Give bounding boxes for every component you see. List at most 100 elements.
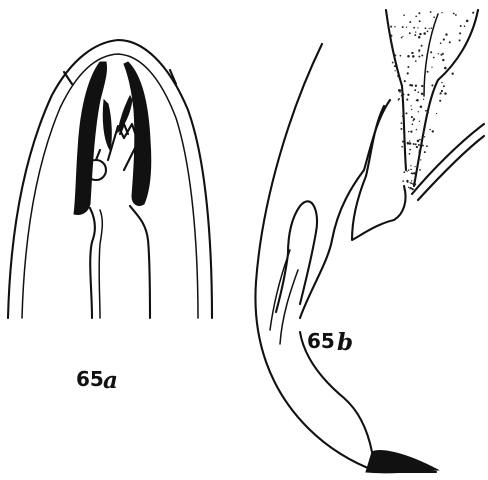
granule-dot bbox=[411, 84, 413, 86]
granule-dot bbox=[390, 35, 392, 37]
granule-dot bbox=[440, 42, 442, 44]
granule-dot bbox=[394, 65, 396, 67]
granule-dot bbox=[398, 89, 401, 92]
buccal-tooth-left bbox=[103, 100, 111, 150]
buccal-capsule-left bbox=[74, 62, 107, 215]
granule-dot bbox=[439, 93, 440, 94]
spicule-inner bbox=[352, 106, 406, 240]
granule-dot bbox=[431, 27, 433, 29]
granule-dot bbox=[394, 26, 395, 27]
granule-dot bbox=[405, 159, 407, 161]
granule-dot bbox=[418, 111, 419, 112]
granule-dot bbox=[455, 14, 457, 16]
granule-dot bbox=[404, 132, 405, 133]
granule-dot bbox=[418, 12, 420, 14]
granule-dot bbox=[413, 27, 415, 29]
granule-dot bbox=[409, 142, 412, 145]
granule-dot bbox=[441, 12, 442, 13]
granule-dot bbox=[410, 182, 412, 184]
intestine-right bbox=[414, 10, 478, 186]
granule-dot bbox=[415, 143, 417, 145]
granule-dot bbox=[443, 85, 445, 87]
granule-dot bbox=[427, 71, 429, 73]
granule-dot bbox=[405, 112, 407, 114]
granule-dot bbox=[401, 122, 403, 124]
granule-dot bbox=[429, 129, 431, 131]
granule-dot bbox=[439, 100, 441, 102]
granule-dot bbox=[424, 151, 426, 153]
granule-dot bbox=[472, 12, 474, 14]
granule-dot bbox=[444, 67, 447, 70]
granule-dot bbox=[449, 41, 451, 43]
granule-dot bbox=[402, 141, 404, 143]
granule-dot bbox=[412, 55, 415, 58]
granule-dot bbox=[413, 143, 415, 145]
granule-dot bbox=[413, 172, 415, 174]
granule-dot bbox=[427, 31, 429, 33]
oesophagus-right bbox=[130, 206, 150, 318]
granule-dot bbox=[416, 146, 418, 148]
granule-dot bbox=[436, 113, 437, 114]
granule-dot bbox=[408, 131, 409, 132]
granule-dot bbox=[441, 82, 442, 83]
granule-dot bbox=[431, 66, 432, 67]
granule-dot bbox=[406, 171, 407, 172]
granule-dot bbox=[403, 171, 405, 173]
spicule-capitulum bbox=[276, 201, 317, 312]
granule-dot bbox=[402, 115, 404, 117]
granule-dot bbox=[421, 54, 423, 56]
granule-dot bbox=[442, 59, 444, 61]
granule-dot bbox=[418, 51, 419, 52]
granule-dot bbox=[398, 98, 400, 100]
granule-dot bbox=[390, 26, 392, 28]
granule-dot bbox=[394, 70, 395, 71]
granule-dot bbox=[413, 120, 414, 121]
granule-dot bbox=[410, 165, 411, 166]
granule-dot bbox=[407, 66, 409, 68]
granule-dot bbox=[418, 36, 421, 39]
granule-dot bbox=[440, 54, 442, 56]
granule-dot bbox=[414, 166, 415, 167]
granule-dot bbox=[464, 25, 466, 27]
granule-dot bbox=[392, 62, 394, 64]
oesophagus-lumen bbox=[99, 210, 102, 318]
granule-dot bbox=[403, 14, 405, 16]
granule-dot bbox=[414, 34, 416, 36]
granule-dot bbox=[416, 129, 417, 130]
spicule-outer bbox=[300, 100, 390, 318]
granule-dot bbox=[423, 133, 424, 134]
granule-dot bbox=[419, 139, 421, 141]
granule-dot bbox=[409, 32, 411, 34]
granule-dot bbox=[421, 45, 423, 47]
granule-dot bbox=[409, 140, 410, 141]
granule-dot bbox=[400, 128, 402, 130]
granule-dot bbox=[443, 38, 445, 40]
granule-dot bbox=[419, 33, 421, 35]
granule-dot bbox=[414, 184, 416, 186]
figure-65b-letter: b bbox=[337, 329, 353, 356]
granule-dot bbox=[412, 123, 414, 125]
granule-dot bbox=[410, 105, 411, 106]
figure-65b-drawing bbox=[255, 10, 484, 473]
granule-dot bbox=[453, 13, 455, 15]
granule-dot bbox=[445, 33, 447, 35]
granule-dot bbox=[418, 56, 420, 58]
granule-dot bbox=[422, 145, 424, 147]
granule-dot bbox=[433, 57, 435, 59]
granule-dot bbox=[417, 140, 420, 143]
granule-dot bbox=[421, 85, 423, 87]
granule-dot bbox=[419, 121, 420, 122]
granule-dot bbox=[459, 39, 461, 41]
granule-dot bbox=[433, 16, 435, 18]
granule-dot bbox=[410, 130, 412, 132]
granule-dot bbox=[406, 99, 408, 101]
granule-dot bbox=[420, 106, 423, 109]
granule-dot bbox=[414, 89, 416, 91]
granule-dot bbox=[423, 32, 426, 35]
tail-tip bbox=[366, 451, 438, 473]
granule-dot bbox=[412, 52, 414, 54]
granule-dot bbox=[430, 11, 432, 13]
intestine-left bbox=[386, 10, 406, 170]
granule-dot bbox=[409, 149, 411, 151]
granule-dot bbox=[415, 31, 416, 32]
